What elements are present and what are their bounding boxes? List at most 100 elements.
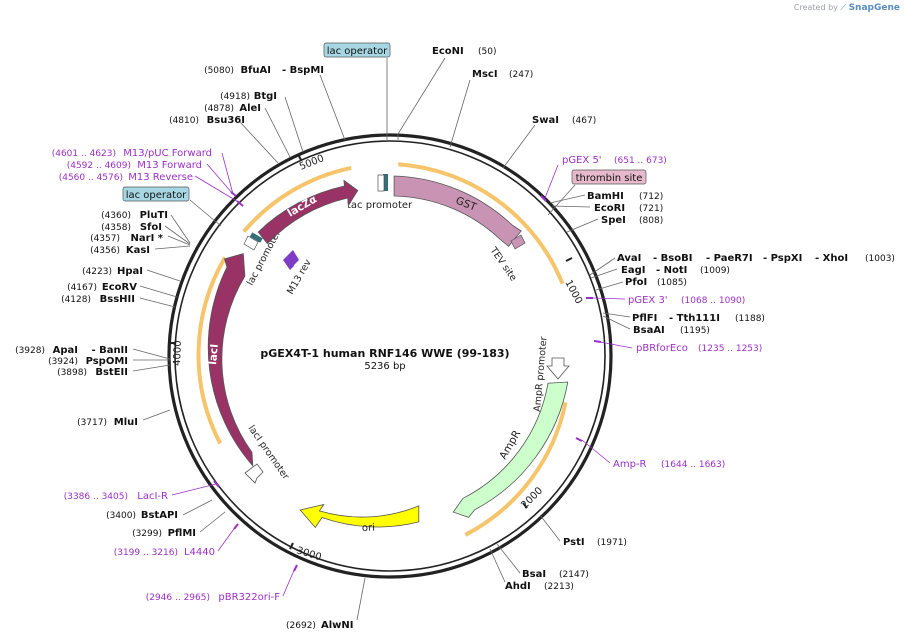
enzyme-xhoi[interactable]: - XhoI <box>815 253 848 264</box>
highlight-band-lacza <box>242 165 352 233</box>
enzyme-ahdi[interactable]: AhdI <box>505 581 531 592</box>
backbone-outer-strand <box>167 133 613 579</box>
thrombin-site-box <box>571 169 647 185</box>
enzyme-alei[interactable]: AleI <box>239 103 261 114</box>
leader-pflmi <box>199 511 226 533</box>
watermark-prefix: Created by <box>793 3 838 12</box>
watermark-brand: SnapGene <box>848 3 900 13</box>
enzyme-ecorv[interactable]: EcoRV <box>102 282 137 293</box>
primer-pbr322ori-range: (2946 .. 2965) <box>146 593 210 603</box>
enzyme-spei-pos: (808) <box>639 216 663 226</box>
primer-m13fwd[interactable]: M13 Forward <box>137 160 202 171</box>
enzyme-pspomi[interactable]: PspOMI <box>86 356 128 367</box>
primer-pgex5[interactable]: pGEX 5' <box>562 155 602 166</box>
enzyme-mlui[interactable]: MluI <box>114 417 138 428</box>
enzyme-bsshii-pos: (4128) <box>61 295 91 305</box>
enzyme-bsteii[interactable]: BstEII <box>95 367 128 378</box>
enzyme-ecori[interactable]: EcoRI <box>594 203 625 214</box>
primer-pgex3[interactable]: pGEX 3' <box>628 295 668 306</box>
primer-laci-r[interactable]: LacI-R <box>137 491 168 502</box>
enzyme-spei[interactable]: SpeI <box>601 215 626 226</box>
enzyme-paer7i[interactable]: - PaeR7I <box>706 253 753 264</box>
enzyme-nari[interactable]: NarI * <box>131 233 164 244</box>
plasmid-length: 5236 bp <box>364 361 405 372</box>
enzyme-tth111i[interactable]: - Tth111I <box>669 313 720 324</box>
enzyme-bamhi[interactable]: BamHI <box>587 191 624 202</box>
primer-m13rev-range: (4560 .. 4576) <box>59 173 123 183</box>
leader-apai <box>132 348 171 360</box>
enzyme-btgi[interactable]: BtgI <box>254 91 277 102</box>
primer-mark-pbrforeco <box>593 340 602 343</box>
enzyme-bspmi[interactable]: - BspMI <box>282 65 324 76</box>
primer-m13puc[interactable]: M13/pUC Forward <box>123 148 212 159</box>
enzyme-swai[interactable]: SwaI <box>532 115 559 126</box>
enzyme-pfoi[interactable]: PfoI <box>625 277 647 288</box>
enzyme-bfuai[interactable]: BfuAI <box>240 65 271 76</box>
enzyme-bstapi[interactable]: BstAPI <box>141 510 178 521</box>
enzyme-pluti[interactable]: PluTI <box>140 210 168 221</box>
leader-bsu36i <box>239 121 279 164</box>
ori-feature-arrow[interactable] <box>299 503 420 529</box>
leader-bsaai <box>602 315 631 330</box>
enzyme-bsshii[interactable]: BssHII <box>100 294 135 305</box>
enzyme-pflmi[interactable]: PflMI <box>168 528 196 539</box>
enzyme-msci[interactable]: MscI <box>472 69 498 80</box>
enzyme-apai[interactable]: ApaI <box>53 345 78 356</box>
enzyme-banii[interactable]: - BanII <box>91 345 128 356</box>
enzyme-bsai-pos: (2147) <box>559 570 589 580</box>
enzyme-bsu36i[interactable]: Bsu36I <box>207 115 245 126</box>
enzyme-mlui-pos: (3717) <box>77 418 107 428</box>
primer-l4440[interactable]: L4440 <box>184 547 215 558</box>
primer-pbrforeco-range: (1235 .. 1253) <box>698 344 762 354</box>
lac-operator-left-tag[interactable]: lac operator <box>122 186 190 202</box>
primer-pgex3-range: (1068 .. 1090) <box>681 296 745 306</box>
enzyme-avai-pos: (1003) <box>865 254 895 264</box>
lac-promoter-arrow <box>243 235 259 251</box>
leader-pflfi <box>602 312 631 318</box>
laci-feature-arrow[interactable] <box>207 253 254 467</box>
enzyme-pspxi[interactable]: - PspXI <box>763 253 802 264</box>
lacza-feature-arrow[interactable] <box>257 179 359 245</box>
primer-ampr[interactable]: Amp-R <box>613 459 647 470</box>
leader-bstapi <box>182 499 213 516</box>
gst-feature-arrow[interactable] <box>393 175 522 247</box>
enzyme-noti[interactable]: - NotI <box>656 265 687 276</box>
plasmid-name: pGEX4T-1 human RNF146 WWE (99-183) <box>260 347 509 360</box>
enzyme-bsaai[interactable]: BsaAI <box>633 325 665 336</box>
leader-ahdi <box>489 548 506 583</box>
enzyme-btgi-pos: (4918) <box>220 92 250 102</box>
thrombin-site-tag[interactable]: thrombin site <box>571 169 647 185</box>
enzyme-eagi[interactable]: EagI <box>621 265 645 276</box>
enzyme-bsai[interactable]: BsaI <box>522 569 546 580</box>
primer-pbrforeco[interactable]: pBRforEco <box>636 343 688 354</box>
leader-thrombin <box>547 184 576 216</box>
enzyme-labels-right: EcoNI (50) MscI (247) SwaI (467) BamHI (… <box>286 46 895 631</box>
enzyme-bsobi[interactable]: - BsoBI <box>653 253 692 264</box>
enzyme-sfoi[interactable]: SfoI <box>140 222 162 233</box>
tick-label-5000: 5000 <box>298 153 326 173</box>
leader-alei <box>264 107 291 158</box>
leader-psti <box>539 514 561 542</box>
primer-pbr322ori[interactable]: pBR322ori-F <box>218 592 280 603</box>
tick-mark-2000 <box>522 502 528 509</box>
enzyme-econi[interactable]: EcoNI <box>432 46 464 57</box>
enzyme-econi-pos: (50) <box>478 47 496 57</box>
enzyme-kasi[interactable]: KasI <box>126 245 150 256</box>
ampr-feature-arrow[interactable] <box>452 381 569 518</box>
enzyme-avai[interactable]: AvaI <box>617 253 641 264</box>
primer-m13rev[interactable]: M13 Reverse <box>128 172 193 183</box>
highlight-bands <box>196 162 568 537</box>
leader-bfuai <box>319 74 346 141</box>
leader-pluti <box>170 214 191 244</box>
enzyme-psti[interactable]: PstI <box>563 537 585 548</box>
tick-mark-3000 <box>289 542 294 550</box>
ori-label: ori <box>362 523 375 534</box>
primer-leader-l4440 <box>217 525 237 552</box>
snapgene-watermark: Created by ⟋ SnapGene <box>794 3 900 13</box>
lac-operator-top-tag[interactable]: lac operator <box>323 42 391 58</box>
enzyme-pflfi[interactable]: PflFI <box>632 313 657 324</box>
lac-operator-top-box <box>323 42 391 58</box>
enzyme-alwni[interactable]: AlwNI <box>321 620 354 631</box>
enzyme-hpai[interactable]: HpaI <box>117 266 143 277</box>
leader-spei <box>566 218 599 233</box>
